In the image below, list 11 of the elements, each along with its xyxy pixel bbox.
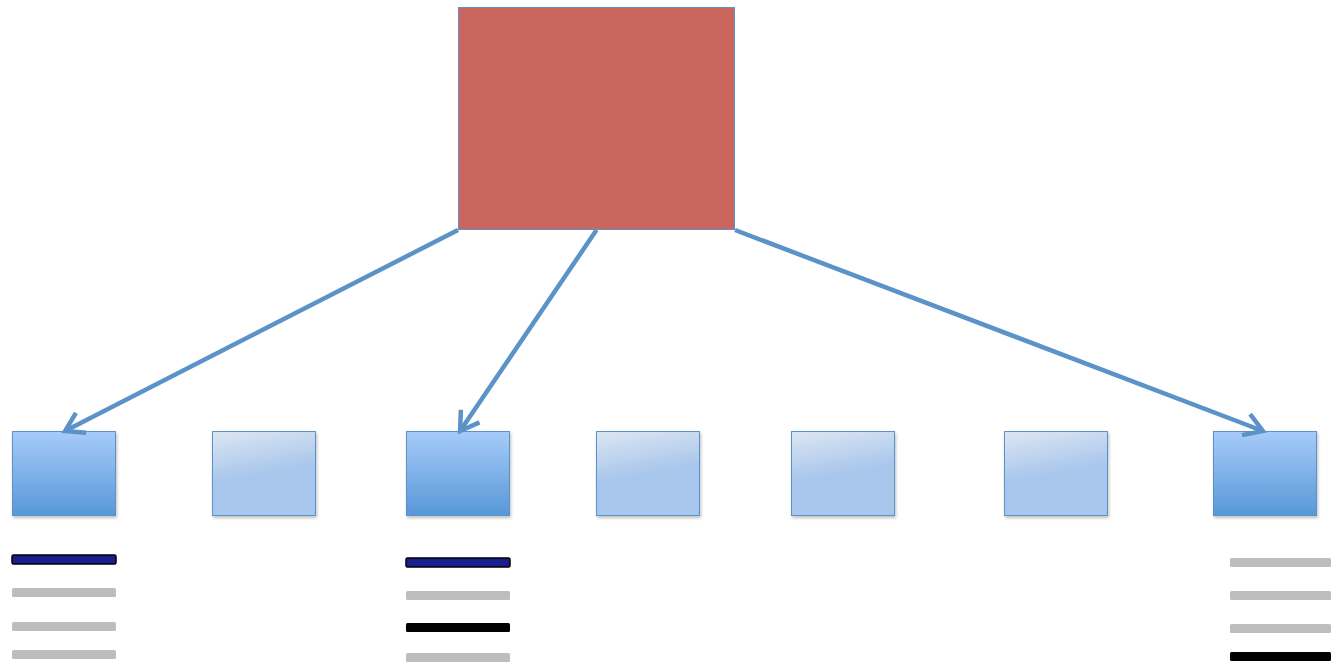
child-box: [212, 431, 316, 516]
child-box: [12, 431, 116, 516]
child-box: [1213, 431, 1317, 516]
arrow: [62, 228, 460, 436]
child-box: [1004, 431, 1108, 516]
arrow: [734, 227, 1266, 438]
child-box: [596, 431, 700, 516]
root-box: [458, 7, 735, 230]
child-box: [406, 431, 510, 516]
arrow: [457, 228, 599, 434]
child-box: [791, 431, 895, 516]
